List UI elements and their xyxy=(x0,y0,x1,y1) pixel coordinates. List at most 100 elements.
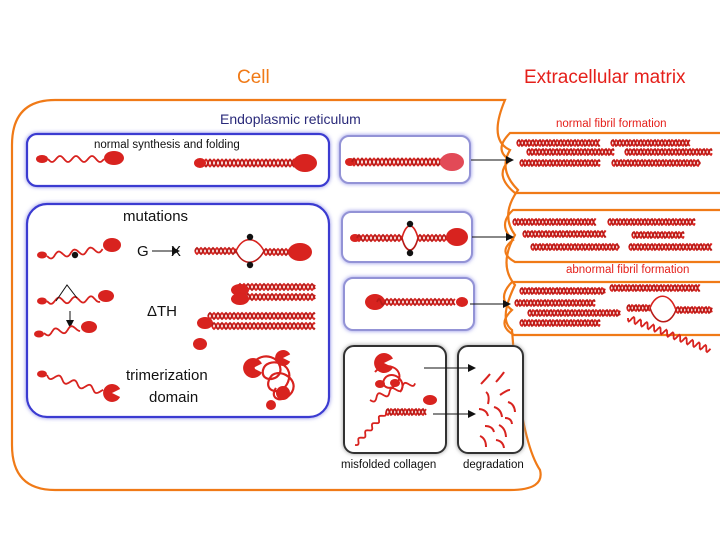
triple-helix xyxy=(211,321,316,331)
degraded-fragment xyxy=(484,425,495,433)
fibril xyxy=(527,308,621,318)
triple-helix xyxy=(207,311,316,321)
degraded-fragment xyxy=(507,401,516,413)
degradation-label: degradation xyxy=(463,459,524,471)
fibril xyxy=(627,315,712,354)
fibril xyxy=(609,283,701,293)
degraded-fragment xyxy=(493,406,503,418)
glycine-substitution-dot xyxy=(246,233,254,241)
c-terminal-propeptide xyxy=(266,400,276,410)
triple-helix xyxy=(194,246,237,256)
triple-helix xyxy=(207,311,316,321)
c-terminal-propeptide xyxy=(440,153,464,171)
n-terminal-propeptide xyxy=(37,297,47,305)
c-terminal-propeptide xyxy=(276,386,290,400)
n-terminal-propeptide xyxy=(456,297,468,307)
fibril xyxy=(610,138,691,148)
degraded-fragment xyxy=(495,439,505,449)
deletion-marker xyxy=(55,284,78,302)
triple-helix xyxy=(237,292,316,302)
c-terminal-propeptide xyxy=(193,338,207,350)
c-terminal-propeptide xyxy=(104,151,124,165)
triple-helix xyxy=(376,297,456,307)
triple-helix xyxy=(356,233,403,243)
fibril xyxy=(607,217,696,227)
triple-helix xyxy=(376,297,456,307)
triple-helix xyxy=(211,321,316,331)
glycine-substitution-dot xyxy=(406,220,414,228)
gx-g-label: G xyxy=(137,243,149,260)
glycine-substitution-dot xyxy=(246,261,254,269)
n-terminal-propeptide xyxy=(194,158,206,168)
fibril xyxy=(516,138,601,148)
fibril xyxy=(514,298,596,308)
c-terminal-propeptide xyxy=(231,284,249,296)
misfolded-box xyxy=(343,345,447,454)
fibril xyxy=(610,138,691,148)
c-terminal-propeptide xyxy=(390,379,400,387)
c-terminal-propeptide xyxy=(375,380,385,388)
degraded-fragment xyxy=(478,408,489,417)
triple-helix xyxy=(237,282,316,292)
c-terminal-propeptide xyxy=(365,294,385,310)
fibril xyxy=(519,158,601,168)
fibril xyxy=(607,217,696,227)
fibril xyxy=(519,286,606,296)
er-box-mutations xyxy=(25,202,331,419)
degraded-fragment xyxy=(499,388,511,396)
ecm-lobe-abnormal xyxy=(502,280,720,337)
c-terminal-propeptide xyxy=(98,290,114,302)
er-box-normal xyxy=(25,132,331,188)
degradation-box xyxy=(457,345,524,454)
gx-x-label: X xyxy=(171,243,182,260)
n-terminal-propeptide xyxy=(37,370,47,378)
kinked-helix xyxy=(649,295,677,311)
c-terminal-propeptide xyxy=(288,243,312,261)
c-terminal-propeptide xyxy=(293,154,317,172)
n-terminal-propeptide xyxy=(36,155,48,163)
fibril xyxy=(512,217,597,227)
kinked-helix xyxy=(649,307,677,323)
fibril xyxy=(675,305,713,315)
triple-helix xyxy=(263,247,291,257)
cell-title: Cell xyxy=(237,67,270,88)
fibril xyxy=(611,158,701,168)
fibril xyxy=(526,147,615,157)
procollagen-chain xyxy=(46,246,104,260)
misfolded-collagen-label: misfolded collagen xyxy=(341,459,437,471)
degraded-fragment xyxy=(498,424,507,438)
normal-fibril-label: normal fibril formation xyxy=(556,118,667,130)
fibril xyxy=(675,305,713,315)
fibril xyxy=(631,230,685,240)
degraded-fragment xyxy=(479,435,487,448)
degraded-fragment xyxy=(495,371,505,383)
glycine-substitution-dot xyxy=(406,249,414,257)
trimerization-domain-label: domain xyxy=(149,389,199,406)
procollagen-chain xyxy=(369,381,416,403)
abnormal-fibril-label: abnormal fibril formation xyxy=(566,264,690,276)
triple-helix xyxy=(385,407,427,417)
triple-helix xyxy=(194,246,237,256)
defective-c-propeptide xyxy=(103,383,121,402)
triple-helix xyxy=(417,233,448,243)
defective-c-propeptide xyxy=(243,358,262,379)
procollagen-chain xyxy=(354,412,387,447)
er-label: Endoplasmic reticulum xyxy=(220,111,361,127)
triple-helix xyxy=(356,233,403,243)
fibril xyxy=(631,230,685,240)
delta-th-label: ΔTH xyxy=(147,303,178,320)
glycine-substitution-dot xyxy=(71,251,79,259)
fibril xyxy=(609,283,701,293)
procollagen-chain xyxy=(46,374,104,394)
degraded-fragment xyxy=(485,391,490,405)
normal-synthesis-label: normal synthesis and folding xyxy=(94,139,240,151)
defective-c-propeptide xyxy=(275,349,291,366)
fibril xyxy=(626,303,651,313)
fibril xyxy=(624,147,713,157)
c-terminal-propeptide xyxy=(103,238,121,252)
ecm-title: Extracellular matrix xyxy=(524,67,686,88)
procollagen-chain xyxy=(47,155,105,163)
degraded-fragment xyxy=(480,373,491,385)
c-terminal-propeptide xyxy=(446,228,468,246)
